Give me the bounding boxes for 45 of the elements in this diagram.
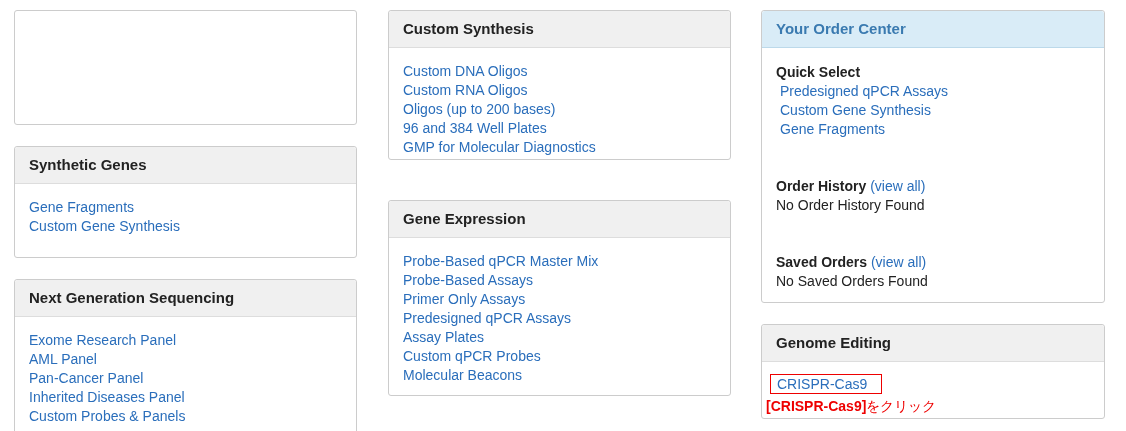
card [14,146,357,258]
link: Gene Fragments [29,199,135,215]
link: Custom Gene Synthesis [29,218,180,234]
link: Primer Only Assays [403,291,526,307]
card-heading: Gene Expression [403,210,526,227]
link: Custom qPCR Probes [403,348,541,364]
link: CRISPR-Cas9 [777,376,868,392]
card-heading: Custom Synthesis [403,20,534,37]
card-heading: Next Generation Sequencing [29,289,235,306]
card [761,324,1105,419]
link: Probe-Based qPCR Master Mix [403,253,599,269]
link: Pan-Cancer Panel [29,370,144,386]
link: Molecular Beacons [403,367,523,383]
annotation-text: [CRISPR-Cas9]をクリック [766,398,937,416]
status-text: No Order History Found [776,197,925,213]
card [761,10,1105,303]
empty-card [14,10,357,125]
link: AML Panel [29,351,97,367]
section-heading: Order History [776,178,867,194]
link: Oligos (up to 200 bases) [403,101,556,117]
link: Custom Probes & Panels [29,408,186,424]
card [14,279,357,431]
link: Predesigned qPCR Assays [780,83,949,99]
link: Inherited Diseases Panel [29,389,185,405]
link: Probe-Based Assays [403,272,533,288]
card [388,10,731,160]
card-heading: Genome Editing [776,334,891,351]
card-heading: Synthetic Genes [29,156,147,173]
link: Custom RNA Oligos [403,82,528,98]
card-heading: Your Order Center [776,20,906,37]
link: (view all) [870,178,926,194]
link: 96 and 384 Well Plates [403,120,547,136]
status-text: No Saved Orders Found [776,273,928,289]
link: Custom Gene Synthesis [780,102,931,118]
link: Gene Fragments [780,121,886,137]
section-heading: Quick Select [776,64,861,80]
link: (view all) [870,254,927,270]
section-heading: Saved Orders [776,254,868,270]
link: Predesigned qPCR Assays [403,310,572,326]
link: Custom DNA Oligos [403,63,528,79]
highlight-box [770,374,882,394]
link: Assay Plates [403,329,484,345]
card [388,200,731,396]
link: GMP for Molecular Diagnostics [403,139,596,155]
link: Exome Research Panel [29,332,177,348]
